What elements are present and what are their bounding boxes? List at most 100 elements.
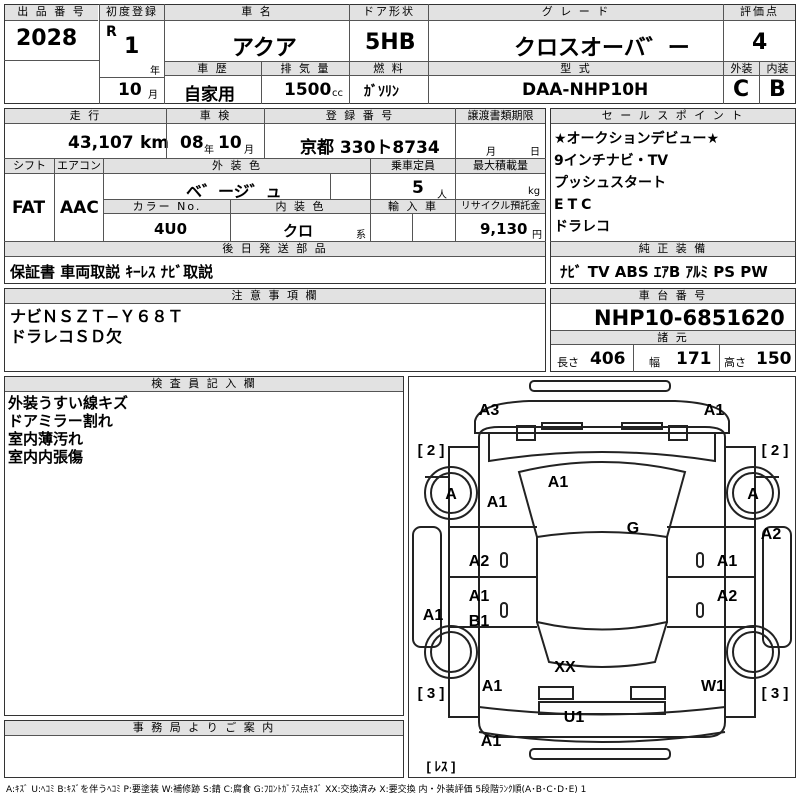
capacity-unit: 人 [437,190,447,201]
grade-label: グ レ ー ド [429,5,723,21]
office-label: 事 務 局 よ り ご 案 内 [5,721,403,736]
shift-label: シフト [5,159,54,174]
length-label: 長さ [557,356,579,369]
sales-point-5: ドラレコ [554,219,610,235]
caution-box [4,288,546,372]
inspector-line-1: 外装うすい線キズ [8,394,129,412]
transfer-label: 譲渡書類期限 [456,109,545,124]
shift: FAT [12,198,46,218]
interior-grade: B [769,77,786,102]
mark-left-door-rear-b: B1 [469,613,490,630]
legend: A:ｷｽﾞ U:ﾍｺﾐ B:ｷｽﾞを伴うﾍｺﾐ P:要塗装 W:補修跡 S:錆 … [6,785,587,795]
int-color: クロ [283,222,314,240]
car-diagram: A3 A1 [ 2 ] [ 2 ] A A A1 A1 G A2 A2 A1 A… [412,380,792,774]
mark-fender-left: A1 [487,494,508,511]
lot-label: 出 品 番 号 [5,5,98,21]
sales-point-2: 9インチナビ・TV [554,153,669,169]
mark-front-right: A1 [704,402,725,419]
mark-right-bracket-3: [ 3 ] [762,685,789,702]
reg-year: 1 [124,34,140,59]
displacement: 1500 [284,80,332,100]
mark-rear-glass: XX [554,659,576,676]
mark-front-left: A3 [479,402,500,419]
inspection-year: 08 [180,133,204,153]
reg-month: 10 [118,80,142,100]
mark-wheel-front-left: A [445,486,457,503]
inspector-line-4: 室内内張傷 [8,448,84,466]
inspection-month: 10 [218,133,242,153]
grade: クロスオーバ゛ー [514,36,690,61]
chassis-box [550,288,796,372]
caution-line-2: ドラレコＳＤ欠 [10,327,123,346]
mileage-label: 走 行 [5,109,166,124]
caution-line-1: ナビＮＳＺＴ−Ｙ６８Ｔ [10,307,184,326]
model: DAA-NHP10H [522,80,649,100]
later-parts: 保証書 車両取説 ｷｰﾚｽ ﾅﾋﾞ取説 [10,263,214,281]
header-box [4,4,796,104]
mileage-unit: km [140,133,170,153]
mark-left-bracket-2: [ 2 ] [418,442,445,459]
first-reg-label: 初度登録 [100,5,164,21]
history-label: 車 歴 [165,62,261,76]
ext-color: ベ゛ージ゛ュ [186,182,282,201]
score-label: 評価点 [724,5,795,21]
door-type: 5HB [365,30,416,55]
mileage: 43,107 [68,133,134,153]
mark-rear-bumper-upper: U1 [564,709,585,726]
vehicle-info-box [4,108,546,284]
car-diagram-box: A3 A1 [ 2 ] [ 2 ] A A A1 A1 G A2 A2 A1 A… [408,376,796,778]
inspection-label: 車 検 [167,109,264,124]
recycle-label: リサイクル預託金 [456,200,545,214]
inspector-line-2: ドアミラー割れ [8,412,113,430]
mark-right-door-front: A1 [717,553,738,570]
displacement-unit: cc [332,88,343,99]
import-label: 輸 入 車 [371,200,455,214]
capacity-label: 乗車定員 [371,159,455,174]
height-label: 高さ [724,356,746,369]
ac-label: エアコン [55,159,103,174]
inspection-month-unit: 月 [244,145,254,156]
sales-point-3: プッシュスタート [554,175,666,191]
sales-points-label: セ ー ル ス ポ イ ン ト [551,109,795,124]
mark-rear-right: W1 [701,678,725,695]
capacity: 5 [412,178,424,198]
office-box [4,720,404,778]
door-label: ドア形状 [350,5,428,21]
chassis-number: NHP10-6851620 [594,306,785,330]
int-color-unit: 系 [356,230,366,241]
exterior-grade: C [733,77,750,102]
plate-number: 京都 330ト8734 [300,138,440,158]
plate-label: 登 録 番 号 [265,109,455,124]
score: 4 [752,30,768,55]
inspection-year-unit: 年 [204,145,214,156]
mark-right-door-rear: A2 [717,588,738,605]
height: 150 [756,349,792,369]
color-no: 4U0 [154,220,188,238]
sales-point-4: ETC [554,197,596,213]
mark-right-panel: A2 [761,526,782,543]
mark-left-door-front: A2 [469,553,490,570]
equipment: ﾅﾋﾞ TV ABS ｴｱB ｱﾙﾐ PS PW [560,263,768,281]
car-name-label: 車 名 [165,5,349,21]
era: R [106,24,117,40]
caution-label: 注 意 事 項 欄 [5,289,545,304]
transfer-month: 月 [486,147,496,158]
transfer-day: 日 [530,147,540,158]
recycle: 9,130 [480,220,528,238]
fuel: ｶﾞｿﾘﾝ [364,84,399,100]
month-unit: 月 [148,90,158,101]
history: 自家用 [184,85,235,105]
inspector-box [4,376,404,716]
max-load-label: 最大積載量 [456,159,545,174]
inspector-line-3: 室内薄汚れ [8,430,84,448]
mark-rear-left: A1 [482,678,503,695]
inspector-label: 検 査 員 記 入 欄 [5,377,403,392]
fuel-label: 燃 料 [350,62,428,76]
length: 406 [590,349,626,369]
width-label: 幅 [649,356,660,369]
spec-label: 諸 元 [551,330,795,345]
chassis-label: 車 台 番 号 [551,289,795,304]
ext-color-label: 外 装 色 [104,159,370,174]
sales-points-box [550,108,796,284]
mark-right-bracket-2: [ 2 ] [762,442,789,459]
